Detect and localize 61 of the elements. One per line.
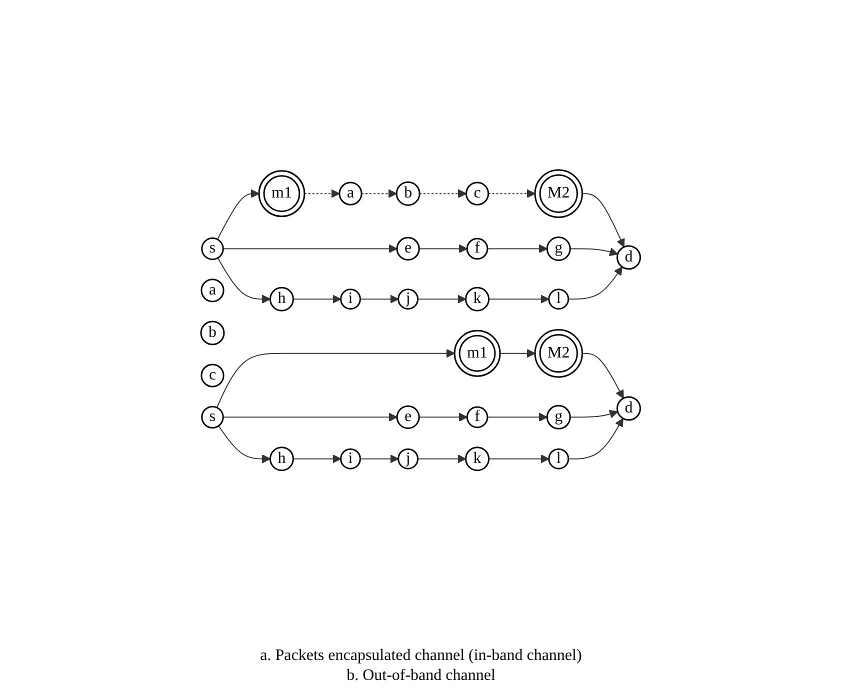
node-circle: h	[270, 446, 294, 472]
arrow	[218, 425, 271, 464]
arrow	[418, 294, 467, 304]
node-circle: a	[201, 278, 225, 302]
arrow	[304, 189, 340, 198]
arrow	[419, 412, 468, 422]
node-circle: k	[465, 446, 490, 472]
node-circle: c	[201, 364, 225, 388]
arrow	[293, 454, 342, 464]
arrow	[293, 294, 342, 304]
node-circle: f	[466, 406, 489, 428]
node-circle: m1	[258, 170, 306, 218]
arrow	[218, 258, 271, 304]
node-circle: c	[466, 182, 490, 206]
arrow	[216, 349, 456, 408]
arrow	[488, 454, 550, 464]
node-circle: m1	[454, 330, 502, 377]
node-circle: h	[270, 286, 294, 312]
node-circle: l	[548, 288, 570, 310]
arrow	[487, 244, 548, 254]
panel-caption: b. Out-of-band channel	[346, 667, 496, 685]
node-circle: j	[398, 288, 419, 310]
node-circle: l	[548, 448, 570, 470]
node-circle: M2	[534, 169, 584, 218]
arrow	[419, 244, 468, 254]
node-circle: j	[398, 448, 419, 470]
arrow	[223, 244, 398, 254]
arrow	[568, 266, 623, 300]
arrow	[361, 189, 398, 198]
arrow	[568, 418, 624, 460]
node-circle: g	[546, 236, 572, 262]
node-circle: d	[616, 396, 642, 421]
node-circle: s	[202, 406, 224, 429]
node-circle: e	[396, 405, 420, 430]
arrow	[488, 189, 536, 198]
node-circle: d	[616, 245, 642, 270]
arrow	[223, 412, 398, 422]
arrow	[419, 189, 467, 198]
arrow	[570, 410, 618, 418]
panel-caption: a. Packets encapsulated channel (in-band channel)	[260, 647, 582, 665]
arrow	[487, 412, 548, 422]
arrow	[488, 294, 550, 304]
arrow	[500, 349, 536, 358]
node-circle: f	[466, 238, 489, 260]
node-circle: a	[339, 182, 363, 206]
node-circle: s	[202, 237, 224, 260]
arrow	[360, 294, 400, 304]
node-circle: g	[546, 405, 572, 430]
arrow	[418, 454, 467, 464]
node-circle: e	[396, 237, 420, 261]
node-circle: i	[340, 288, 362, 310]
arrow	[360, 454, 400, 464]
arrow	[570, 248, 618, 256]
arrow	[582, 352, 624, 399]
node-circle: M2	[534, 329, 584, 378]
node-circle: i	[340, 448, 362, 470]
node-circle: b	[396, 181, 421, 206]
arrow	[582, 193, 626, 248]
node-circle: k	[465, 286, 490, 312]
arrow	[217, 189, 260, 240]
node-circle: b	[200, 320, 226, 346]
